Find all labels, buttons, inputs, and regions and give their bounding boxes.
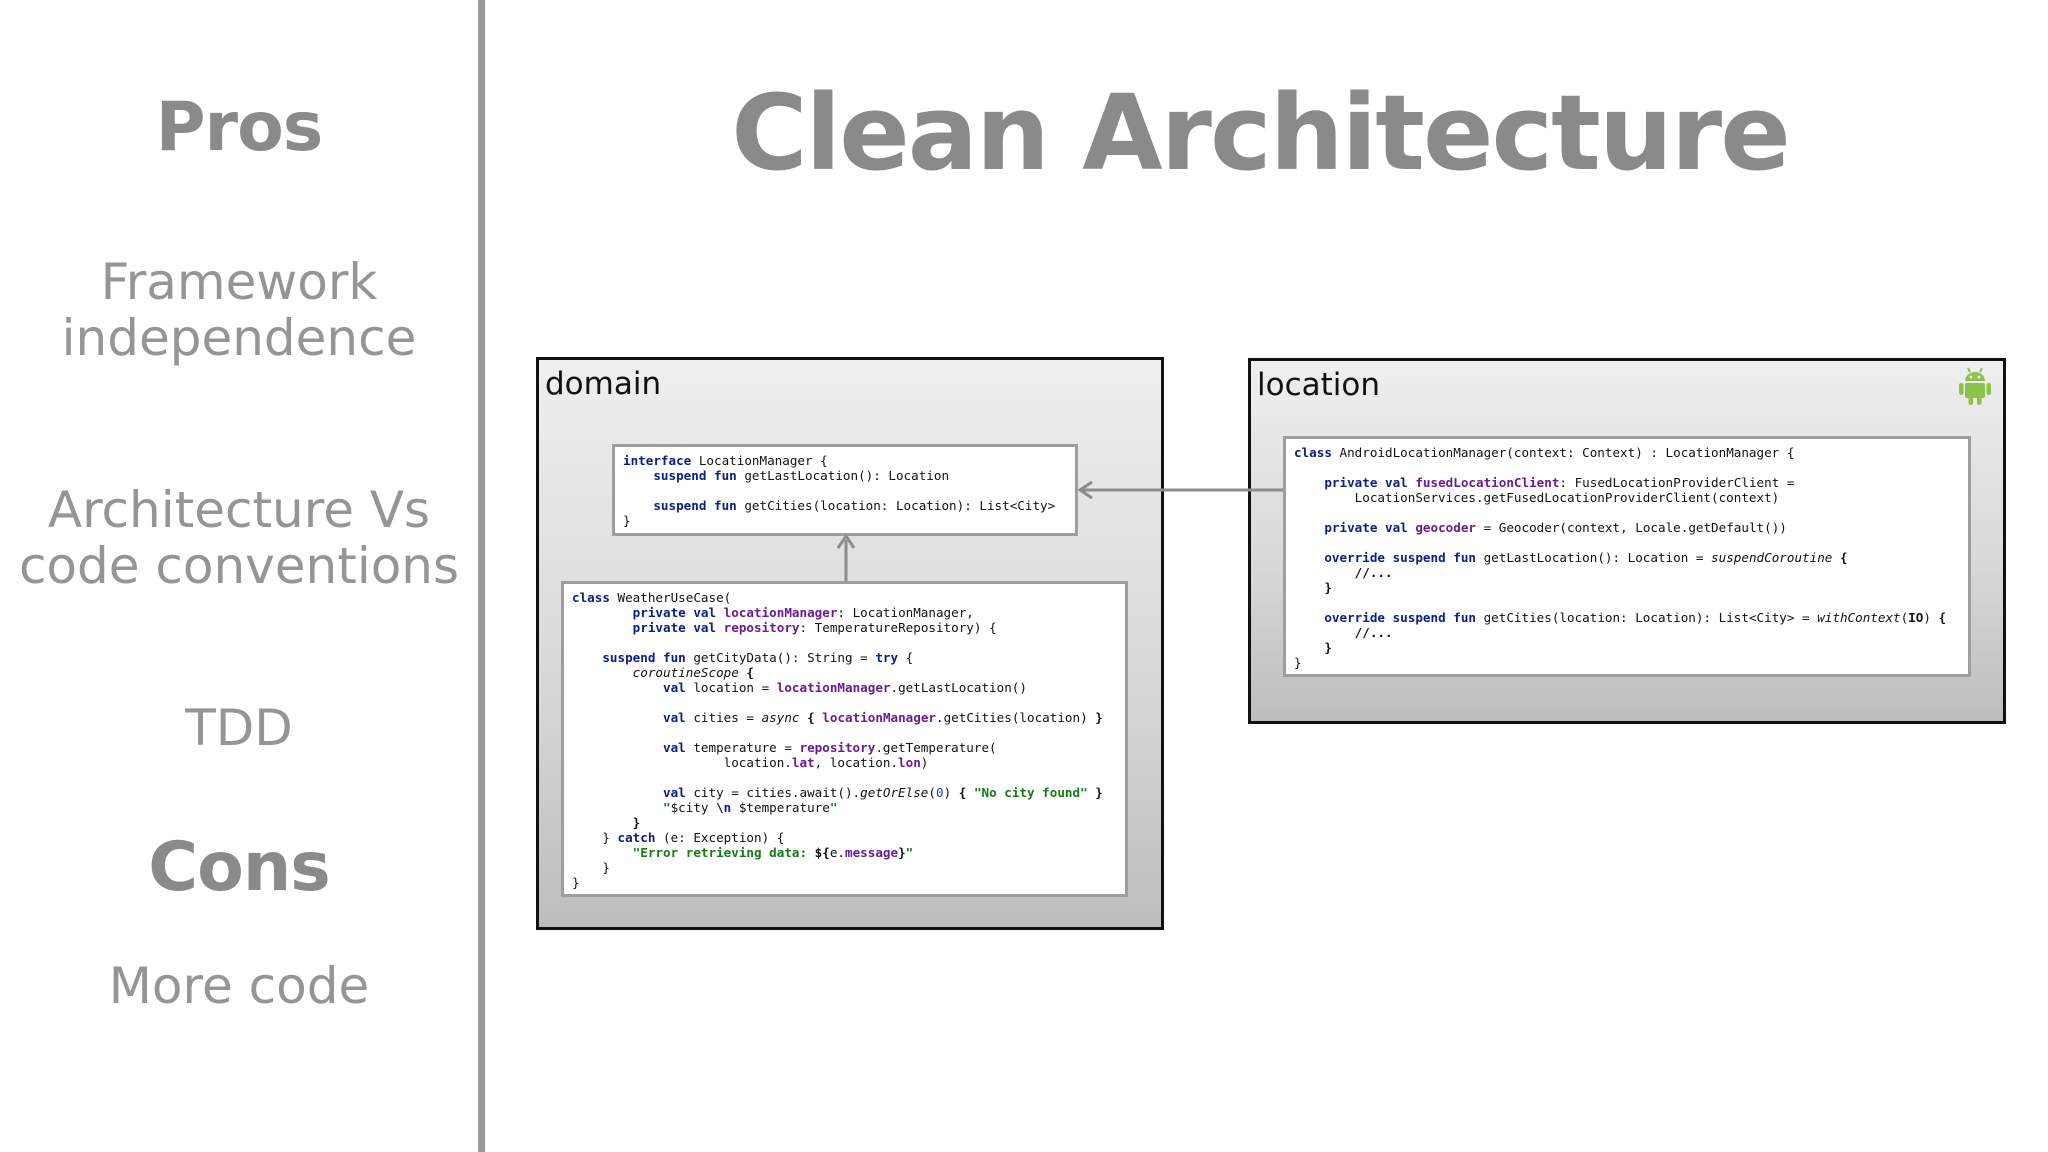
pro-item-framework: Framework independence: [61, 253, 417, 367]
android-location-manager-box: class AndroidLocationManager(context: Co…: [1283, 436, 1971, 677]
pro-item-architecture: Architecture Vs code conventions: [18, 481, 460, 595]
sidebar-divider: [478, 0, 485, 1152]
pros-cons-sidebar: Pros Framework independence Architecture…: [0, 0, 480, 1152]
slide-title: Clean Architecture: [731, 72, 1791, 194]
con-item-more-code: More code: [108, 957, 370, 1015]
android-location-manager-code: class AndroidLocationManager(context: Co…: [1294, 445, 1947, 670]
android-icon: [1959, 367, 1991, 405]
weather-usecase-box: class WeatherUseCase( private val locati…: [561, 581, 1128, 897]
location-manager-interface-code: interface LocationManager { suspend fun …: [623, 453, 1056, 528]
location-manager-interface-box: interface LocationManager { suspend fun …: [612, 444, 1078, 536]
location-module-label: location: [1257, 367, 1381, 403]
pro-item-tdd: TDD: [185, 699, 293, 757]
usecase-to-interface-arrow: [836, 533, 856, 581]
implementation-to-interface-arrow: [1077, 480, 1283, 500]
weather-usecase-code: class WeatherUseCase( private val locati…: [572, 590, 1103, 890]
pros-heading: Pros: [155, 88, 324, 167]
domain-module-label: domain: [545, 366, 662, 402]
cons-heading: Cons: [148, 828, 331, 907]
